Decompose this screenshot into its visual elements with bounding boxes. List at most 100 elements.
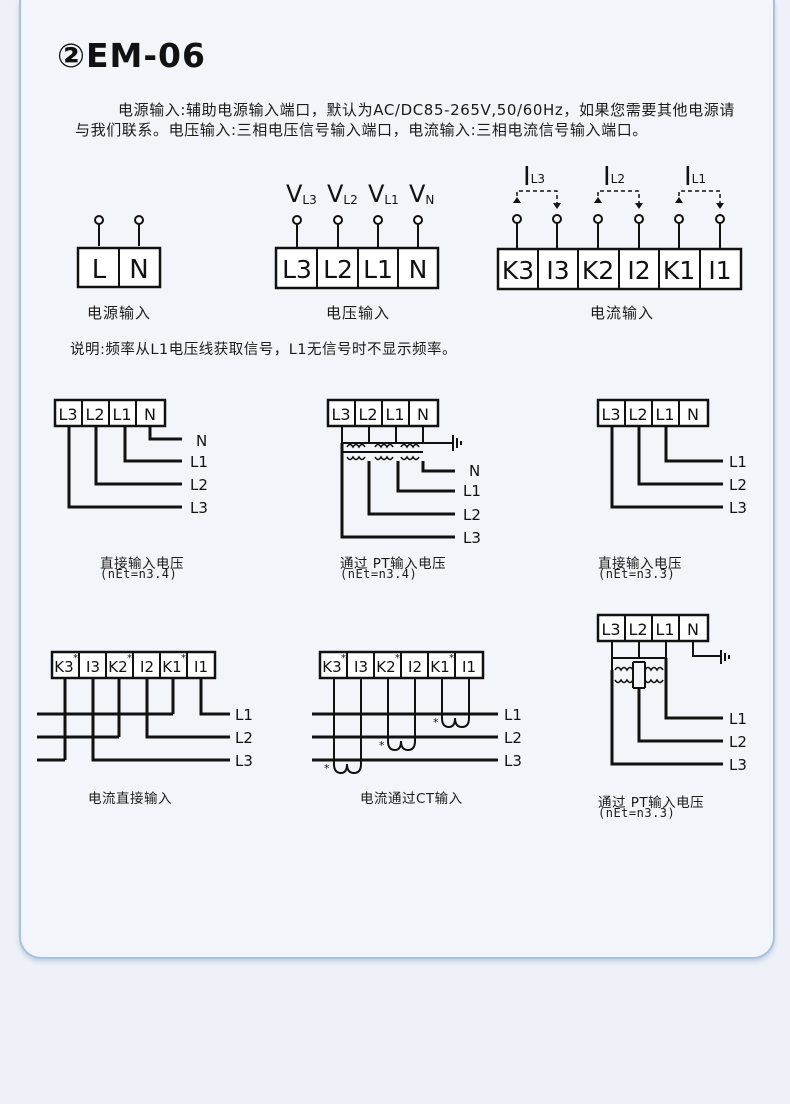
- svg-text:L3: L3: [463, 529, 481, 547]
- svg-text:K3: K3: [54, 658, 73, 676]
- v-terminal-l2: L2: [323, 255, 353, 284]
- i-label-l1: IL1: [684, 162, 706, 192]
- svg-text:K1: K1: [162, 658, 181, 676]
- svg-text:L2: L2: [235, 729, 253, 747]
- svg-text:L1: L1: [235, 706, 253, 724]
- d3-caption: 直接输入电压: [598, 556, 682, 572]
- svg-text:L3: L3: [729, 499, 747, 517]
- wiring-pt-voltage-3p3w: L3 L2 L1 N L1 L2 L3: [596, 613, 747, 774]
- svg-text:N: N: [417, 405, 429, 424]
- wiring-direct-voltage-3p4w: L3 L2 L1 N N L1 L2 L3: [53, 398, 208, 517]
- wiring-ct-current: K3 I3 K2 I2 K1 I1 * * * * * * L1 L2 L3: [312, 650, 522, 775]
- d1-caption: 直接输入电压: [100, 556, 184, 572]
- wiring-direct-current: K3 I3 K2 I2 K1 I1 * * * L1 L2 L3: [37, 650, 253, 770]
- power-input-diagram: L N: [76, 215, 162, 289]
- svg-text:L1: L1: [385, 405, 404, 424]
- voltage-caption: 电压输入: [326, 304, 391, 322]
- i-label-l3: IL3: [523, 162, 545, 192]
- current-input-diagram: IL3 IL2 IL1 K3 I3 K2 I2 K1 I1: [496, 162, 743, 291]
- svg-text:K2: K2: [376, 658, 395, 676]
- svg-text:L2: L2: [628, 620, 647, 639]
- svg-text:*: *: [341, 653, 346, 664]
- svg-text:L3: L3: [331, 405, 350, 424]
- svg-text:L2: L2: [463, 506, 481, 524]
- v-label-l1: VL1: [368, 180, 399, 208]
- svg-text:L3: L3: [504, 752, 522, 770]
- frequency-note: 说明:频率从L1电压线获取信号，L1无信号时不显示频率。: [70, 342, 457, 358]
- svg-text:L2: L2: [190, 476, 208, 494]
- svg-text:L1: L1: [504, 706, 522, 724]
- d2-sub: (nEt=n3.4): [340, 567, 418, 581]
- svg-text:L1: L1: [729, 453, 747, 471]
- wiring-pt-voltage-3p4w: L3 L2 L1 N N L1 L2 L3: [326, 398, 481, 547]
- svg-text:L3: L3: [190, 499, 208, 517]
- v-label-n: VN: [409, 180, 434, 208]
- svg-text:L1: L1: [655, 620, 674, 639]
- i-label-l2: IL2: [603, 162, 625, 192]
- i-terminal-k2: K2: [582, 256, 614, 285]
- power-terminal-n: N: [129, 255, 148, 285]
- voltage-labels: VL3 VL2 VL1 VN: [286, 180, 434, 208]
- i-terminal-i3: I3: [546, 256, 569, 285]
- svg-text:I1: I1: [462, 658, 476, 676]
- svg-text:L2: L2: [729, 476, 747, 494]
- svg-text:*: *: [433, 716, 439, 729]
- d2-caption: 通过 PT输入电压: [340, 556, 447, 572]
- v-terminal-l1: L1: [363, 255, 393, 284]
- current-caption: 电流输入: [590, 304, 655, 322]
- svg-text:L2: L2: [358, 405, 377, 424]
- svg-text:L2: L2: [504, 729, 522, 747]
- v-label-l3: VL3: [286, 180, 317, 208]
- svg-text:*: *: [73, 653, 78, 664]
- svg-text:*: *: [127, 653, 132, 664]
- svg-text:*: *: [181, 653, 186, 664]
- description: 电源输入:辅助电源输入端口，默认为AC/DC85-265V,50/60Hz，如果…: [75, 101, 735, 139]
- v-terminal-l3: L3: [282, 255, 312, 284]
- svg-text:L2: L2: [729, 733, 747, 751]
- svg-text:L3: L3: [601, 620, 620, 639]
- model-title: ②EM-06: [57, 36, 206, 75]
- svg-text:L2: L2: [85, 405, 104, 424]
- v-label-l2: VL2: [327, 180, 358, 208]
- svg-text:L1: L1: [112, 405, 131, 424]
- svg-text:I3: I3: [354, 658, 368, 676]
- svg-text:L3: L3: [58, 405, 77, 424]
- d1-sub: (nEt=n3.4): [100, 567, 178, 581]
- d6-caption: 通过 PT输入电压: [598, 795, 705, 811]
- svg-text:I3: I3: [86, 658, 100, 676]
- d5-caption: 电流通过CT输入: [360, 791, 463, 807]
- svg-text:N: N: [687, 620, 699, 639]
- i-terminal-k3: K3: [502, 256, 534, 285]
- svg-text:L1: L1: [655, 405, 674, 424]
- svg-text:*: *: [379, 739, 385, 752]
- svg-text:*: *: [395, 653, 400, 664]
- power-terminal-l: L: [92, 255, 107, 285]
- svg-text:L1: L1: [729, 710, 747, 728]
- svg-text:I2: I2: [408, 658, 422, 676]
- voltage-input-diagram: VL3 VL2 VL1 VN L3 L2 L1 N: [274, 180, 440, 290]
- svg-text:L3: L3: [601, 405, 620, 424]
- svg-text:I2: I2: [140, 658, 154, 676]
- svg-text:L2: L2: [628, 405, 647, 424]
- svg-text:K3: K3: [322, 658, 341, 676]
- svg-text:L3: L3: [729, 756, 747, 774]
- svg-text:*: *: [449, 653, 454, 664]
- d3-sub: (nEt=n3.3): [598, 567, 676, 581]
- svg-text:L1: L1: [190, 453, 208, 471]
- svg-text:*: *: [324, 762, 330, 775]
- svg-text:L1: L1: [463, 482, 481, 500]
- i-terminal-k1: K1: [663, 256, 695, 285]
- d6-sub: (nEt=n3.3): [598, 806, 676, 820]
- i-terminal-i1: I1: [708, 256, 731, 285]
- svg-text:I1: I1: [194, 658, 208, 676]
- current-labels: IL3 IL2 IL1: [523, 162, 706, 192]
- svg-text:K2: K2: [108, 658, 127, 676]
- i-terminal-i2: I2: [627, 256, 650, 285]
- svg-text:N: N: [196, 432, 207, 450]
- v-terminal-n: N: [409, 255, 428, 284]
- d4-caption: 电流直接输入: [88, 791, 172, 807]
- svg-text:N: N: [144, 405, 156, 424]
- wiring-direct-voltage-3p3w: L3 L2 L1 N L1 L2 L3: [596, 398, 747, 517]
- power-caption: 电源输入: [87, 304, 152, 322]
- svg-text:K1: K1: [430, 658, 449, 676]
